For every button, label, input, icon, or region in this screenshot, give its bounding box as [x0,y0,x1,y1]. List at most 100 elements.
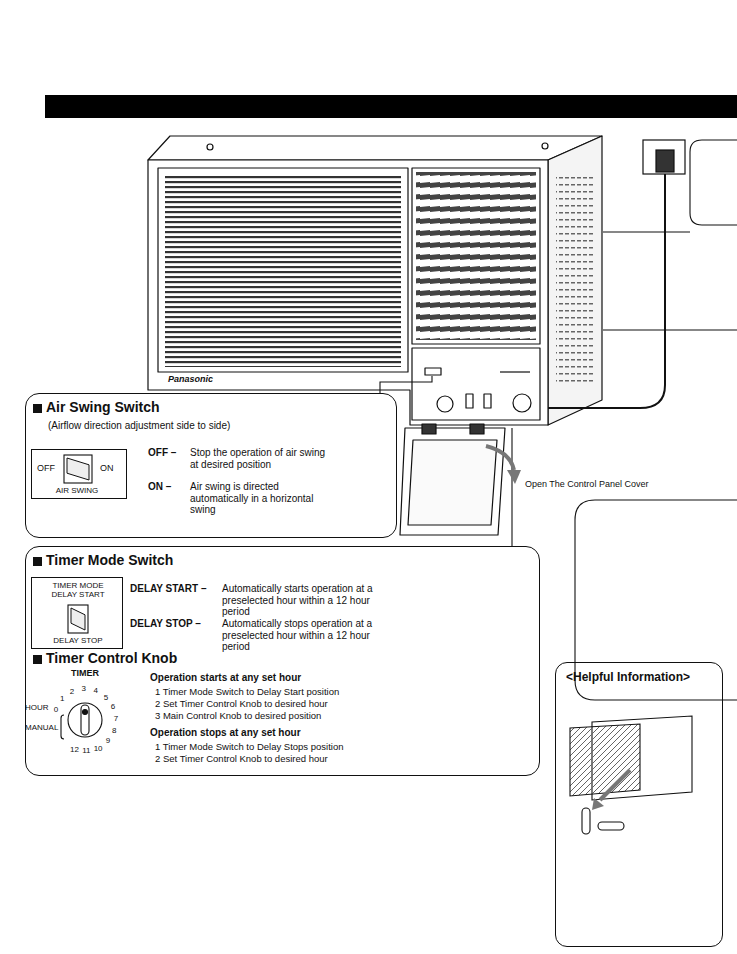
knob-pointer [83,710,88,715]
knob-label: MANUAL [25,723,58,732]
dial-number: 2 [70,687,74,696]
cover-window [408,440,497,525]
side-vents [556,172,594,387]
knob-dial [68,703,102,737]
switch-label: TIMER MODE DELAY START [42,581,114,599]
procedure-step: 2 Set Timer Control Knob to desired hour [155,754,328,765]
leader-line [511,428,512,546]
procedure-step: 1 Timer Mode Switch to Delay Stops posit… [155,742,344,753]
callout-subheading: (Airflow direction adjustment side to si… [48,420,230,432]
procedure-step: 1 Timer Mode Switch to Delay Start posit… [155,687,339,698]
grille-panel [158,168,408,372]
procedure-heading: Operation starts at any set hour [150,672,301,684]
dial-number: 3 [81,684,85,693]
option-description: Automatically starts operation at a pres… [222,583,387,618]
manual-bracket [61,715,64,739]
panel-indicator [500,371,530,372]
plug [656,150,674,172]
switch-icon: OFF ON AIR SWING [31,449,127,499]
rocker-face [71,608,85,630]
clip [598,822,624,830]
cord [548,174,665,408]
callout-box-edge [690,140,737,225]
screw [542,143,548,149]
dial-number: 9 [106,736,110,745]
leader-line [603,329,737,330]
open-arrow [486,446,514,470]
grille-louvres [165,175,401,367]
cover-hinge [422,424,436,434]
dial-number: 1 [60,694,64,703]
vent-slats [416,172,536,340]
dial-number: 6 [111,702,115,711]
callout-box-edge [575,500,737,700]
dial-number: 11 [82,746,90,755]
dial-number: 12 [70,745,79,754]
vent-panel [412,168,540,344]
switch-caption: AIR SWING [32,486,122,495]
knob-label: HOUR [25,703,49,712]
rocker-frame [64,455,92,483]
brand-logo: Panasonic [168,374,213,384]
leader-line [603,231,690,232]
rocker-frame [68,605,88,633]
filter [570,724,640,796]
screw [207,144,213,150]
switch-label: DELAY STOP [38,636,118,645]
pull-arrow [600,770,630,800]
option-description: Automatically stops operation at a prese… [222,618,387,653]
instruction-text: Open The Control Panel Cover [525,479,648,489]
dial-number: 7 [114,714,118,723]
dial-number: 8 [112,726,116,735]
info-box: <Helpful Information> [555,662,723,947]
open-arrow-head [507,470,521,484]
cabinet-top [148,136,602,160]
switch-label: OFF [37,463,55,473]
cabinet-side [548,136,602,425]
control-panel-cover [400,428,505,535]
heading-bullet [33,404,42,413]
panel-switch [466,394,473,408]
procedure-heading: Operation stops at any set hour [150,727,301,739]
dial-number: 4 [93,686,97,695]
knob-grip [81,705,89,735]
panel-switch [484,394,491,408]
heading-bullet [33,655,42,664]
rocker-face [67,458,89,480]
switch-icon: TIMER MODE DELAY START DELAY STOP [31,577,123,649]
procedure-step: 2 Set Timer Control Knob to desired hour [155,699,328,710]
option-term: ON – [148,481,171,493]
option-description: Stop the operation of air swing at desir… [190,447,330,470]
dial-number: 0 [54,705,58,714]
control-panel [412,348,540,420]
option-term: DELAY STOP – [130,618,201,630]
callout-heading: Air Swing Switch [46,399,160,415]
pull-arrow-head [592,798,604,810]
option-term: OFF – [148,447,176,459]
heading-bullet [33,557,42,566]
procedure-step: 3 Main Control Knob to desired position [155,711,321,722]
knob-label: TIMER [71,668,99,678]
switch-label: ON [100,463,114,473]
info-heading: <Helpful Information> [566,671,690,685]
air-conditioner [148,136,602,535]
dial-number: 10 [94,744,103,753]
panel-switch [425,368,441,375]
front-frame [148,160,548,425]
cover-hinge [470,424,484,434]
clip [582,808,590,834]
timer-knob [61,703,102,739]
callout-heading: Timer Mode Switch [46,552,173,568]
panel-knob [513,394,531,412]
panel-knob [437,396,453,412]
header-bar [45,95,737,118]
option-term: DELAY START – [130,583,207,595]
leader-line [380,376,432,393]
option-description: Air swing is directed automatically in a… [190,481,330,516]
leader-lines [380,140,737,700]
dial-number: 5 [104,693,108,702]
callout-heading: Timer Control Knob [46,650,177,666]
wall-outlet [643,140,685,174]
